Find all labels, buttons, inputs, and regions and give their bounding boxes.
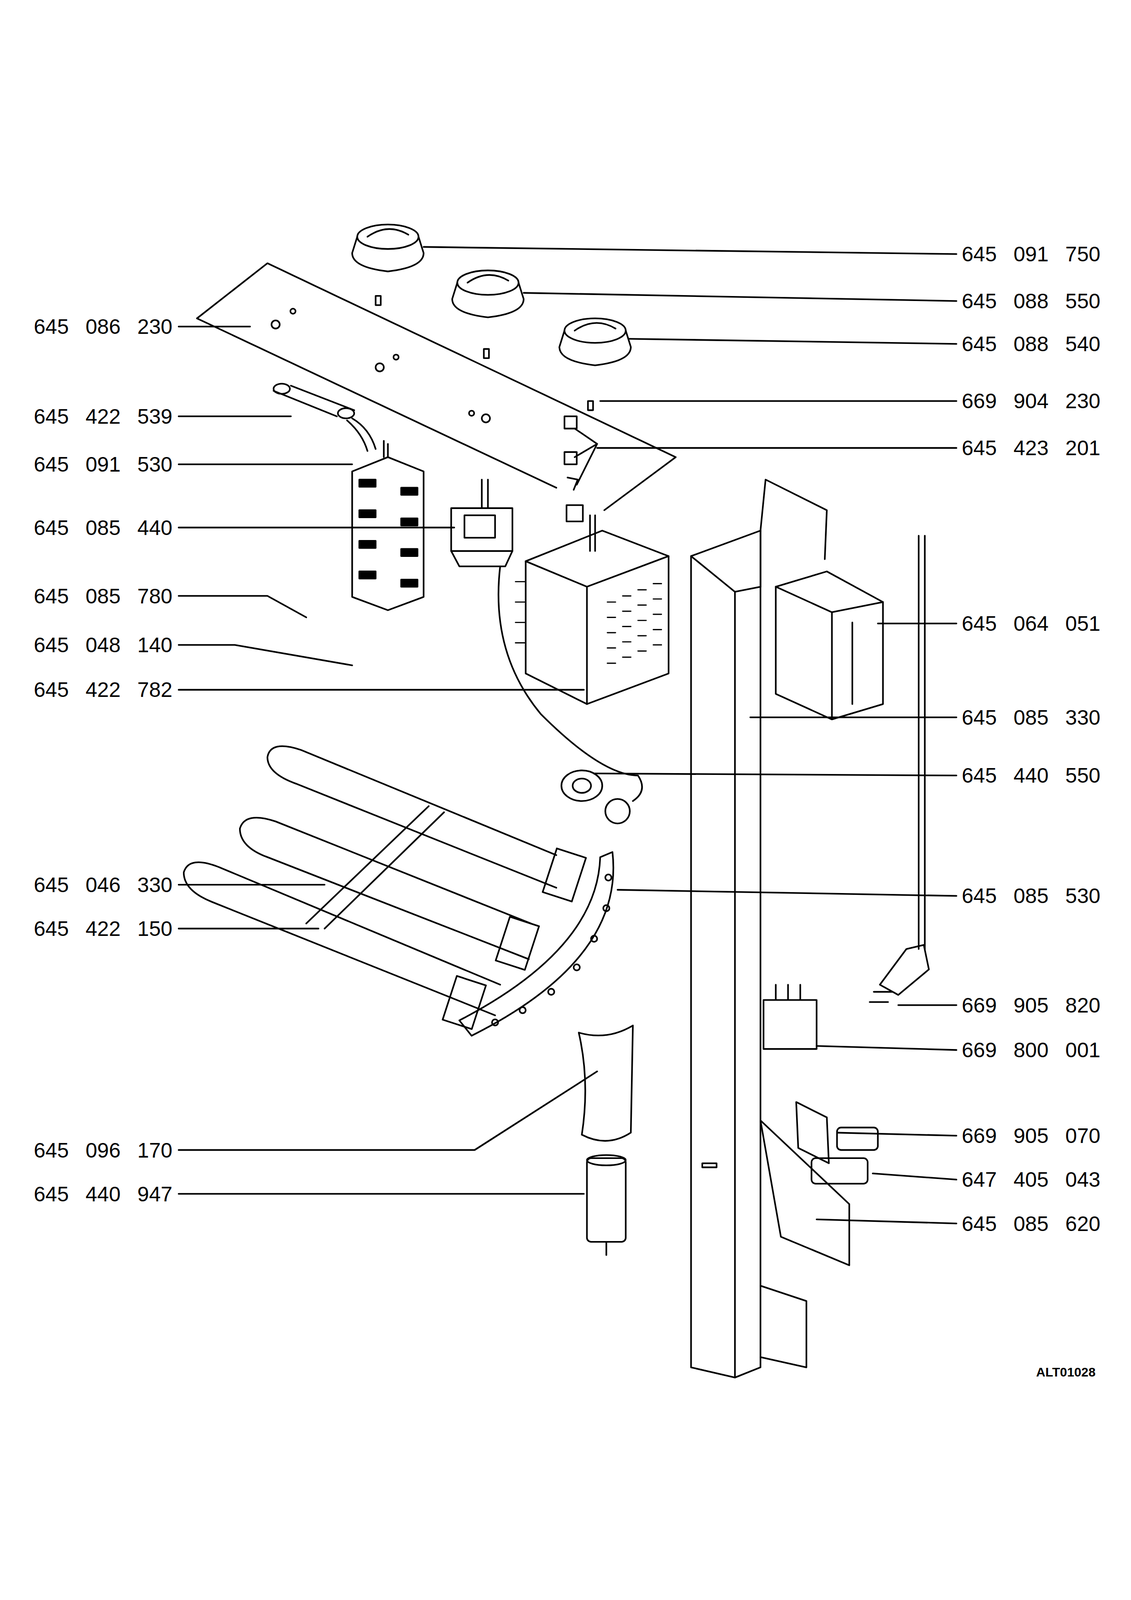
part-number: 669 800 001 (961, 1039, 1101, 1061)
part-number: 645 064 051 (961, 613, 1101, 635)
part-number: 645 048 140 (33, 634, 173, 656)
part-number: 645 046 330 (33, 874, 173, 896)
part-number: 645 096 170 (33, 1140, 173, 1162)
part-number: 645 422 150 (33, 918, 173, 940)
part-number: 645 085 440 (33, 517, 173, 539)
part-number: 645 423 201 (961, 437, 1101, 459)
part-number: 645 422 539 (33, 406, 173, 428)
drawing-code: ALT01028 (1036, 1366, 1096, 1380)
part-number: 669 905 070 (961, 1125, 1101, 1147)
part-number: 647 405 043 (961, 1169, 1101, 1191)
part-number: 669 904 230 (961, 390, 1101, 412)
part-number: 645 088 550 (961, 290, 1101, 312)
part-number: 645 091 530 (33, 453, 173, 475)
part-number: 645 422 782 (33, 679, 173, 701)
part-number: 645 085 530 (961, 885, 1101, 907)
part-number: 645 440 947 (33, 1183, 173, 1205)
part-number: 645 086 230 (33, 316, 173, 338)
part-number: 645 091 750 (961, 243, 1101, 265)
part-number: 645 440 550 (961, 765, 1101, 787)
part-number: 669 905 820 (961, 995, 1101, 1017)
part-number: 645 085 330 (961, 707, 1101, 729)
part-number: 645 085 780 (33, 585, 173, 607)
part-number: 645 088 540 (961, 333, 1101, 355)
part-number: 645 085 620 (961, 1213, 1101, 1235)
